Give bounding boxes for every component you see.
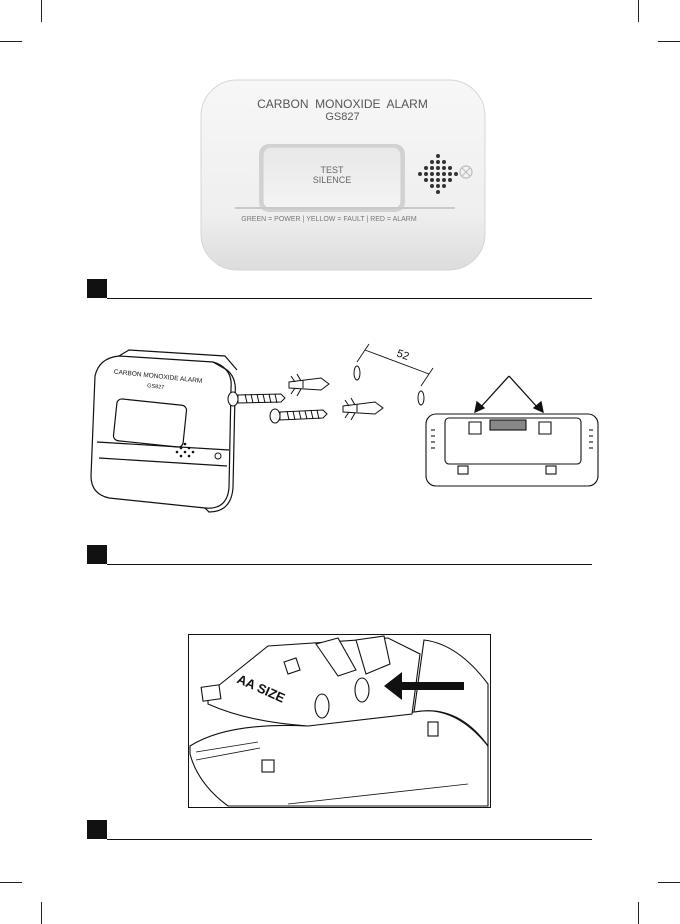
- crop-mark-tr-v: [638, 0, 639, 22]
- mounting-diagram: CARBON MONOXIDE ALARM GS827 52: [85, 338, 605, 518]
- crop-mark-tr-h: [658, 41, 680, 42]
- device-model: GS827: [195, 111, 490, 123]
- section-rule: [107, 839, 592, 840]
- section-rule: [107, 298, 592, 299]
- test-silence-button[interactable]: TEST SILENCE: [263, 165, 401, 185]
- arrow-down-icon: [475, 376, 543, 412]
- wall-plug-upper: [289, 374, 329, 396]
- screw-upper: [228, 392, 285, 406]
- section-rule: [107, 564, 592, 565]
- section-header-3: [87, 820, 592, 840]
- crop-mark-bl-v: [41, 902, 42, 924]
- hole-spacing-label: 52: [395, 348, 411, 363]
- detector-back-view: [426, 414, 598, 486]
- crop-mark-tl-v: [41, 0, 42, 22]
- crop-mark-br-h: [658, 882, 680, 883]
- dimension-line: [357, 344, 433, 386]
- battery-diagram: AA SIZE: [188, 634, 491, 808]
- section-marker: [87, 820, 107, 839]
- section-marker: [87, 279, 107, 298]
- wall-hole-right: [418, 391, 424, 405]
- section-marker: [87, 545, 107, 564]
- led-legend: GREEN = POWER | YELLOW = FAULT | RED = A…: [195, 216, 463, 223]
- button-label-test: TEST: [263, 165, 401, 175]
- crop-mark-tl-h: [0, 41, 22, 42]
- wall-plug-lower: [343, 398, 383, 420]
- button-label-silence: SILENCE: [263, 175, 401, 185]
- section-header-2: [87, 545, 592, 565]
- crop-mark-bl-h: [0, 882, 22, 883]
- crop-mark-br-v: [638, 902, 639, 924]
- wall-hole-left: [354, 366, 360, 380]
- screw-lower: [270, 409, 327, 423]
- device-title: CARBON MONOXIDE ALARM: [195, 97, 490, 111]
- section-header-1: [87, 279, 592, 299]
